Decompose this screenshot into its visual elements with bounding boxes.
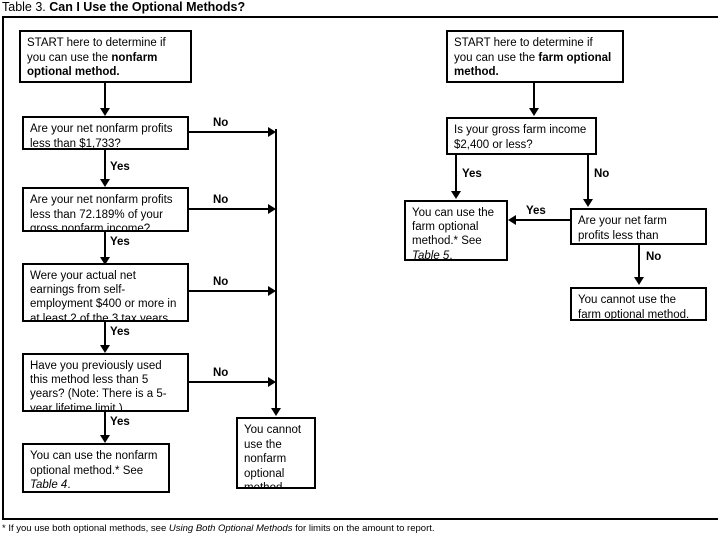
farm-start-line1: START here to determine if xyxy=(454,37,593,49)
nonfarm-question-1-box: Are your net nonfarm profits less than $… xyxy=(22,116,189,150)
nonfarm-question-4-text: Have you previously used this method les… xyxy=(30,360,167,412)
nonfarm-start-line1: START here to determine if xyxy=(27,37,166,49)
nonfarm-yes-result-box: You can use the nonfarm optional method.… xyxy=(22,443,170,493)
chart-frame xyxy=(2,16,718,520)
farm-no-result-text: You cannot use the farm optional method. xyxy=(578,294,690,321)
farm-question-1-box: Is your gross farm income $2,400 or less… xyxy=(446,117,597,155)
nonfarm-no-result-text: You cannot use the nonfarm optional meth… xyxy=(244,424,302,489)
nonfarm-yes-result-italic: Table 4 xyxy=(30,479,68,492)
farm-yes-result-tail: . xyxy=(449,249,453,261)
farm-question-2-text: Are your net farm profits less than $1,7… xyxy=(578,215,667,242)
arrow-nonfarm-q2-yes xyxy=(100,257,110,265)
arrow-nonfarm-q3-yes xyxy=(100,345,110,353)
edge-label-nonfarm-q4-yes: Yes xyxy=(110,416,130,428)
footnote-tail: for limits on the amount to report. xyxy=(292,523,435,534)
farm-start-line2-bold: farm optional xyxy=(538,51,612,64)
nonfarm-question-2-text: Are your net nonfarm profits less than 7… xyxy=(30,194,173,232)
edge-label-nonfarm-q3-no: No xyxy=(213,276,229,288)
nonfarm-question-1-text: Are your net nonfarm profits less than $… xyxy=(30,123,173,150)
arrow-farm-start-to-q1 xyxy=(529,108,539,116)
connector-nonfarm-no-collector xyxy=(275,129,277,411)
connector-farm-q2-no xyxy=(638,245,640,279)
nonfarm-yes-result-plain: You can use the nonfarm optional method.… xyxy=(30,450,158,477)
edge-label-nonfarm-q2-yes: Yes xyxy=(110,236,130,248)
connector-nonfarm-q2-yes xyxy=(104,232,106,260)
nonfarm-start-line2-plain: you can use the xyxy=(27,51,112,64)
farm-start-line3-bold: method. xyxy=(454,66,499,79)
connector-nonfarm-start-to-q1 xyxy=(104,83,106,111)
farm-yes-result-box: You can use the farm optional method.* S… xyxy=(404,200,508,261)
arrow-farm-q1-no xyxy=(583,199,593,207)
arrow-nonfarm-q2-no xyxy=(268,204,276,214)
connector-nonfarm-q3-yes xyxy=(104,322,106,348)
arrow-nonfarm-q3-no xyxy=(268,286,276,296)
connector-nonfarm-q3-no xyxy=(189,290,274,292)
arrow-nonfarm-q1-no xyxy=(268,127,276,137)
arrow-farm-q2-yes xyxy=(508,215,516,225)
footnote-lead: * If you use both optional methods, see xyxy=(2,523,169,534)
connector-nonfarm-q2-no xyxy=(189,208,274,210)
chart-frame-bottom-rule xyxy=(2,518,718,520)
nonfarm-question-3-text: Were your actual net earnings from self-… xyxy=(30,270,177,322)
edge-label-farm-q1-no: No xyxy=(594,168,610,180)
farm-yes-result-plain: You can use the farm optional method.* S… xyxy=(412,207,495,248)
arrow-farm-q2-no xyxy=(634,277,644,285)
nonfarm-start-line3-bold: optional method. xyxy=(27,66,120,79)
connector-nonfarm-q1-yes xyxy=(104,150,106,182)
connector-farm-q1-yes xyxy=(455,155,457,194)
connector-nonfarm-q4-no xyxy=(189,381,274,383)
nonfarm-question-2-box: Are your net nonfarm profits less than 7… xyxy=(22,187,189,232)
farm-yes-result-italic: Table 5 xyxy=(412,249,450,261)
connector-farm-q1-no xyxy=(587,155,589,202)
arrow-nonfarm-no-collector xyxy=(271,408,281,416)
footnote-italic-reference: Using Both Optional Methods xyxy=(168,523,293,534)
edge-label-nonfarm-q3-yes: Yes xyxy=(110,326,130,338)
farm-no-result-box: You cannot use the farm optional method. xyxy=(570,287,707,321)
nonfarm-start-box: START here to determine if you can use t… xyxy=(19,30,192,83)
arrow-nonfarm-q4-yes xyxy=(100,435,110,443)
edge-label-farm-q2-no: No xyxy=(646,251,662,263)
farm-start-box: START here to determine if you can use t… xyxy=(446,30,624,83)
edge-label-farm-q2-yes: Yes xyxy=(526,205,546,217)
nonfarm-question-4-box: Have you previously used this method les… xyxy=(22,353,189,412)
nonfarm-no-result-box: You cannot use the nonfarm optional meth… xyxy=(236,417,316,489)
edge-label-nonfarm-q1-yes: Yes xyxy=(110,161,130,173)
farm-start-line2-plain: you can use the xyxy=(454,51,539,64)
nonfarm-yes-result-tail: . xyxy=(67,479,71,492)
arrow-nonfarm-q1-yes xyxy=(100,179,110,187)
farm-question-2-box: Are your net farm profits less than $1,7… xyxy=(570,208,707,245)
arrow-nonfarm-q4-no xyxy=(268,377,276,387)
edge-label-farm-q1-yes: Yes xyxy=(462,168,482,180)
connector-nonfarm-q1-no xyxy=(189,131,274,133)
title-lead: Table 3. xyxy=(2,0,46,14)
connector-nonfarm-q4-yes xyxy=(104,412,106,438)
edge-label-nonfarm-q1-no: No xyxy=(213,117,229,129)
footnote: * If you use both optional methods, see … xyxy=(2,523,435,535)
connector-farm-start-to-q1 xyxy=(533,83,535,111)
page-title: Table 3. Can I Use the Optional Methods? xyxy=(2,0,245,14)
edge-label-nonfarm-q4-no: No xyxy=(213,367,229,379)
arrow-nonfarm-start-to-q1 xyxy=(100,108,110,116)
title-bold: Can I Use the Optional Methods? xyxy=(49,0,246,14)
edge-label-nonfarm-q2-no: No xyxy=(213,194,229,206)
nonfarm-question-3-box: Were your actual net earnings from self-… xyxy=(22,263,189,322)
arrow-farm-q1-yes xyxy=(451,191,461,199)
farm-question-1-text: Is your gross farm income $2,400 or less… xyxy=(454,124,587,151)
connector-farm-q2-yes xyxy=(516,219,570,221)
nonfarm-start-line2-bold: nonfarm xyxy=(111,51,158,64)
